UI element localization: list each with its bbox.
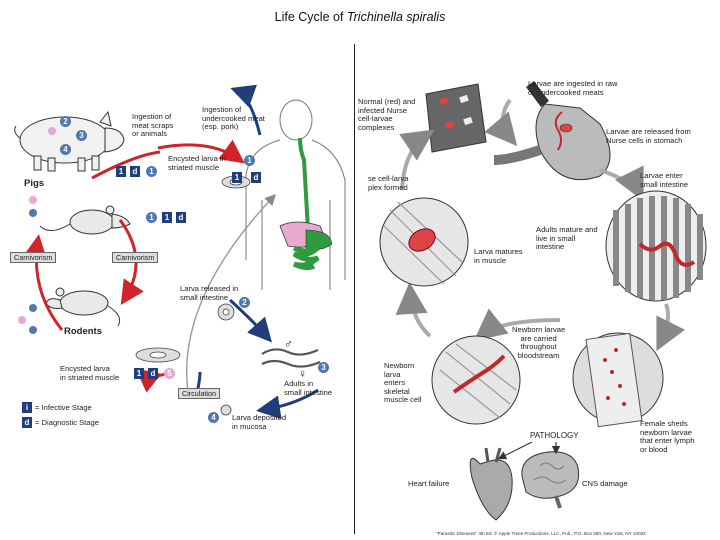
page-title: Life Cycle of Trichinella spiralis <box>0 10 720 24</box>
stage-1-badge-top: 1 <box>146 166 157 177</box>
legend-diagnostic-square: d <box>22 417 32 428</box>
rat-illustration <box>39 205 131 235</box>
pig-illustration <box>14 110 125 172</box>
label-normal-red: Normal (red) and infected Nurse cell-lar… <box>358 97 416 132</box>
infective-square-human: 1 <box>232 172 242 183</box>
diagnostic-square-human: d <box>251 172 261 183</box>
label-released-stomach: Larvae are released from Nurse cells in … <box>606 127 691 145</box>
return-arrow <box>186 193 276 393</box>
stage-4-badge-human: 4 <box>208 412 219 423</box>
minicycle-dots <box>18 127 56 334</box>
title-species: Trichinella spiralis <box>346 10 446 24</box>
cycle-arrows-right <box>395 98 686 352</box>
label-newborn-enters: Newborn larva enters skeletal muscle cel… <box>384 361 422 405</box>
stage-3-badge-pig: 3 <box>76 130 87 141</box>
female-symbol: ♀ <box>298 367 307 381</box>
label-adults: Adults in small intestine <box>284 379 333 397</box>
label-carnivorism-right: Carnivorism <box>112 252 159 263</box>
label-larva-deposited: Larva deposited in mucosa <box>232 413 287 431</box>
blood-vessel-illustration <box>572 332 664 428</box>
legend-diagnostic-label: = Diagnostic Stage <box>35 418 99 427</box>
adult-worms <box>261 348 321 368</box>
label-credit: "Parasitic Diseases" 4th Ed. © Apple Tre… <box>436 531 646 536</box>
label-ingested-raw: Larvae are ingested in raw or undercooke… <box>528 79 618 97</box>
diagnostic-square-rodent: d <box>148 368 158 379</box>
label-encysted-bottom: Encysted larva in striated muscle <box>60 364 120 382</box>
infective-square-rodent: 1 <box>134 368 144 379</box>
stage-1-badge-human: 1 <box>244 155 255 166</box>
label-ingestion-undercooked: Ingestion of undercooked meat (esp. pork… <box>202 105 265 132</box>
muscle-tissue-block <box>425 83 487 153</box>
diagnostic-square-pig: d <box>130 166 140 177</box>
rodent-illustration <box>45 287 121 327</box>
label-heart-failure: Heart failure <box>408 479 450 488</box>
label-newborn-carried: Newborn larvae are carried throughout bl… <box>512 325 566 360</box>
stage-2-badge-pig: 2 <box>60 116 71 127</box>
infective-square-rat: 1 <box>162 212 172 223</box>
stage-5-badge: 5 <box>164 368 175 379</box>
heart-illustration <box>469 447 513 521</box>
stage-2-badge-human: 2 <box>239 297 250 308</box>
muscle-cell-illustration <box>431 335 521 425</box>
stage-3-badge-human: 3 <box>318 362 329 373</box>
male-symbol: ♂ <box>284 337 293 351</box>
label-nurse-formed: se cell-larva plex formed <box>368 174 409 192</box>
label-encysted-top: Encysted larva in striated muscle <box>168 154 226 172</box>
gi-tract <box>279 137 333 271</box>
label-cns-damage: CNS damage <box>582 479 628 488</box>
label-larva-matures: Larva matures in muscle <box>474 247 523 265</box>
label-larva-released: Larva released in small intestine <box>180 284 239 302</box>
stage-4-badge-pig: 4 <box>60 144 71 155</box>
label-pigs: Pigs <box>24 178 45 189</box>
label-ingestion-scraps: Ingestion of meat scraps or animals <box>132 112 174 139</box>
legend-infective-label: = Infective Stage <box>35 403 92 412</box>
label-female-sheds: Female sheds newborn larvae that enter l… <box>640 419 695 454</box>
label-enter-intestine: Larvae enter small intestine <box>640 171 689 189</box>
intestine-illustration <box>605 190 707 302</box>
brain-illustration <box>521 451 580 509</box>
nurse-cell-illustration <box>379 197 469 287</box>
panel-divider <box>354 44 355 534</box>
diagnostic-square-rat: d <box>176 212 186 223</box>
label-rodents: Rodents <box>64 326 102 337</box>
title-prefix: Life Cycle of <box>274 10 347 24</box>
legend-infective-square: i <box>22 402 32 413</box>
label-carnivorism-left: Carnivorism <box>10 252 57 263</box>
label-adults-mature: Adults mature and live in small intestin… <box>536 225 598 252</box>
stomach-illustration <box>493 81 611 181</box>
label-pathology: PATHOLOGY <box>530 431 579 440</box>
stage-1-badge-rat: 1 <box>146 212 157 223</box>
pathology-arrows <box>497 441 561 460</box>
infective-square-pig: 1 <box>116 166 126 177</box>
label-circulation: Circulation <box>178 388 220 399</box>
